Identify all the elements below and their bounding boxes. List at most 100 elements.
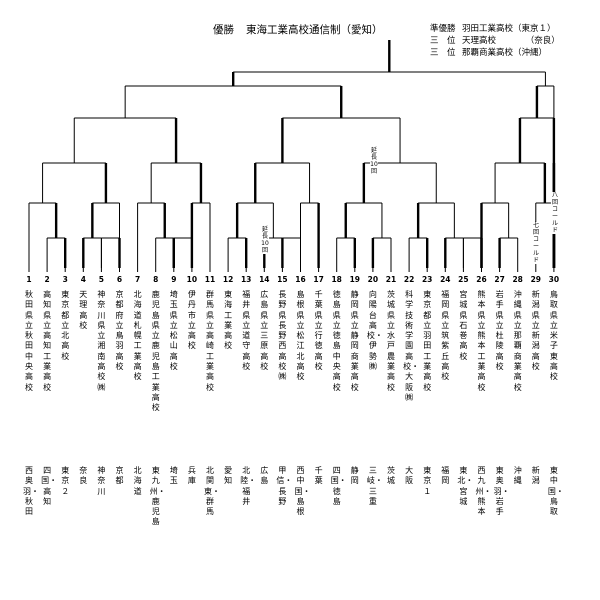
- team-school: 東京都立北高校: [61, 290, 70, 361]
- team-school: 福岡県立筑紫丘高校: [441, 290, 450, 382]
- team-number: 17: [313, 275, 324, 284]
- team-school: 京都府立鳥羽高校: [115, 290, 124, 372]
- team-region: 西九州・熊本: [475, 466, 492, 517]
- team-region: 兵庫: [187, 466, 196, 486]
- team-school: 東京都立羽田工業高校: [423, 290, 432, 392]
- team-school: 埼玉県立松山高校: [169, 290, 178, 372]
- team-region: 新潟: [531, 466, 540, 486]
- winner-label: 優勝: [213, 24, 234, 36]
- team-region: 東九州・鹿児島: [149, 466, 166, 527]
- team-number: 2: [44, 275, 50, 284]
- team-region: 北関東・群馬: [204, 466, 220, 517]
- team-region: 四国・高知: [41, 466, 58, 506]
- team-number: 16: [295, 275, 306, 284]
- team-region: 大阪: [405, 466, 414, 486]
- bracket-note: 八回コールド: [551, 192, 559, 234]
- team-school: 北海道札幌工業高校: [133, 290, 142, 382]
- team-region: 茨城: [387, 466, 395, 486]
- team-number: 19: [349, 275, 361, 284]
- team-number: 25: [458, 275, 469, 284]
- team-region: 埼玉: [169, 466, 178, 486]
- team-number: 29: [530, 275, 542, 284]
- team-number: 1: [26, 275, 32, 284]
- team-region: 甲信・長野: [276, 466, 293, 506]
- team-region: 東中国・鳥取: [547, 466, 564, 517]
- team-region: 四国・徳島: [330, 466, 347, 506]
- runner-up-rank: 準優勝: [430, 24, 456, 34]
- team-number: 5: [98, 275, 104, 284]
- team-school: 静岡県立静岡商業高校: [350, 290, 359, 392]
- team-number: 3: [62, 275, 68, 284]
- third-place-name: 天理高校 （奈良）: [462, 36, 560, 46]
- team-school: 群馬県立高崎工業高校: [206, 290, 214, 392]
- team-number: 21: [385, 275, 397, 284]
- team-region: 東奥羽・岩手: [493, 466, 510, 517]
- team-region: 静岡: [350, 466, 359, 486]
- team-school: 宮城県石巻高校: [459, 290, 468, 361]
- team-school: 千葉県立行徳高校: [314, 290, 323, 372]
- bracket-note: 七回コールド: [532, 222, 540, 264]
- third-place-rank: 三 位: [430, 36, 456, 46]
- team-school: 鳥取県立米子東高校: [549, 290, 558, 382]
- team-number: 27: [494, 275, 505, 284]
- team-number: 30: [548, 275, 560, 284]
- team-region: 三岐・三重: [366, 466, 383, 506]
- team-number: 28: [512, 275, 523, 284]
- team-school: 神奈川県立湘南高校㈱: [97, 290, 106, 392]
- team-number: 7: [134, 275, 141, 284]
- bracket-note: 延長10回: [261, 226, 269, 254]
- team-school: 岩手県立杜陵高校: [495, 290, 504, 372]
- team-number: 6: [116, 275, 123, 284]
- team-region: 愛知: [224, 466, 233, 486]
- team-school: 鹿児島県立鹿児島工業高校: [151, 290, 160, 413]
- team-number: 13: [240, 275, 252, 284]
- bracket-note: 延長10回: [370, 147, 378, 175]
- team-region: 神奈川: [97, 466, 106, 496]
- team-school: 島根県立松江北高校: [296, 290, 305, 382]
- team-school: 高知県立高知工業高校: [43, 290, 52, 392]
- team-school: 徳島県立徳島中央高校: [332, 290, 341, 392]
- team-number: 8: [153, 275, 159, 284]
- team-number: 23: [421, 275, 433, 284]
- team-number: 4: [80, 275, 86, 284]
- team-region: 東北・宮城: [457, 466, 474, 506]
- team-number: 11: [204, 275, 216, 284]
- winner-name: 東海工業高校通信制（愛知）: [246, 24, 383, 36]
- team-region: 西奥羽・秋田: [23, 466, 39, 517]
- team-number: 18: [331, 275, 342, 284]
- team-school: 天理高校: [79, 290, 88, 330]
- team-school: 長野県長野西高校㈱: [278, 290, 287, 382]
- team-school: 福井県立道守高校: [242, 290, 251, 372]
- team-school: 向陽台高校・伊勢㈱: [366, 290, 383, 372]
- team-region: 広島: [260, 466, 269, 486]
- team-number: 26: [476, 275, 487, 284]
- team-number: 20: [367, 275, 379, 284]
- team-region: 西中国・島根: [294, 466, 311, 517]
- team-region: 東京１: [423, 466, 432, 496]
- team-region: 福岡: [441, 466, 450, 486]
- team-school: 広島県立三原高校: [260, 290, 269, 372]
- runner-up-name: 羽田工業高校（東京１）: [462, 24, 556, 34]
- third-place-name-2: 那覇商業高校（沖縄）: [462, 48, 548, 58]
- team-region: 奈良: [79, 466, 88, 486]
- team-school: 沖縄県立那覇商業高校: [513, 290, 522, 392]
- team-school: 科学技術学園高校・大阪㈱: [403, 290, 420, 402]
- team-number: 15: [277, 275, 288, 284]
- team-region: 北海道: [133, 466, 142, 496]
- team-number: 10: [186, 275, 198, 284]
- team-number: 14: [259, 275, 270, 284]
- team-school: 茨城県立水戸農業高校: [387, 290, 395, 392]
- team-school: 伊丹市立高校: [187, 290, 196, 351]
- team-region: 沖縄: [513, 466, 522, 486]
- team-number: 9: [171, 275, 177, 284]
- team-region: 東京２: [61, 466, 70, 496]
- team-school: 東海工業高校: [224, 290, 233, 351]
- team-school: 秋田県立秋田中央高校: [25, 290, 33, 392]
- team-region: 北陸・福井: [240, 466, 257, 506]
- third-place-rank-2: 三 位: [430, 48, 456, 58]
- team-region: 京都: [115, 466, 124, 486]
- team-region: 千葉: [314, 466, 323, 486]
- team-number: 24: [440, 275, 451, 284]
- team-number: 12: [222, 275, 234, 284]
- team-school: 新潟県立新潟高校: [531, 290, 540, 372]
